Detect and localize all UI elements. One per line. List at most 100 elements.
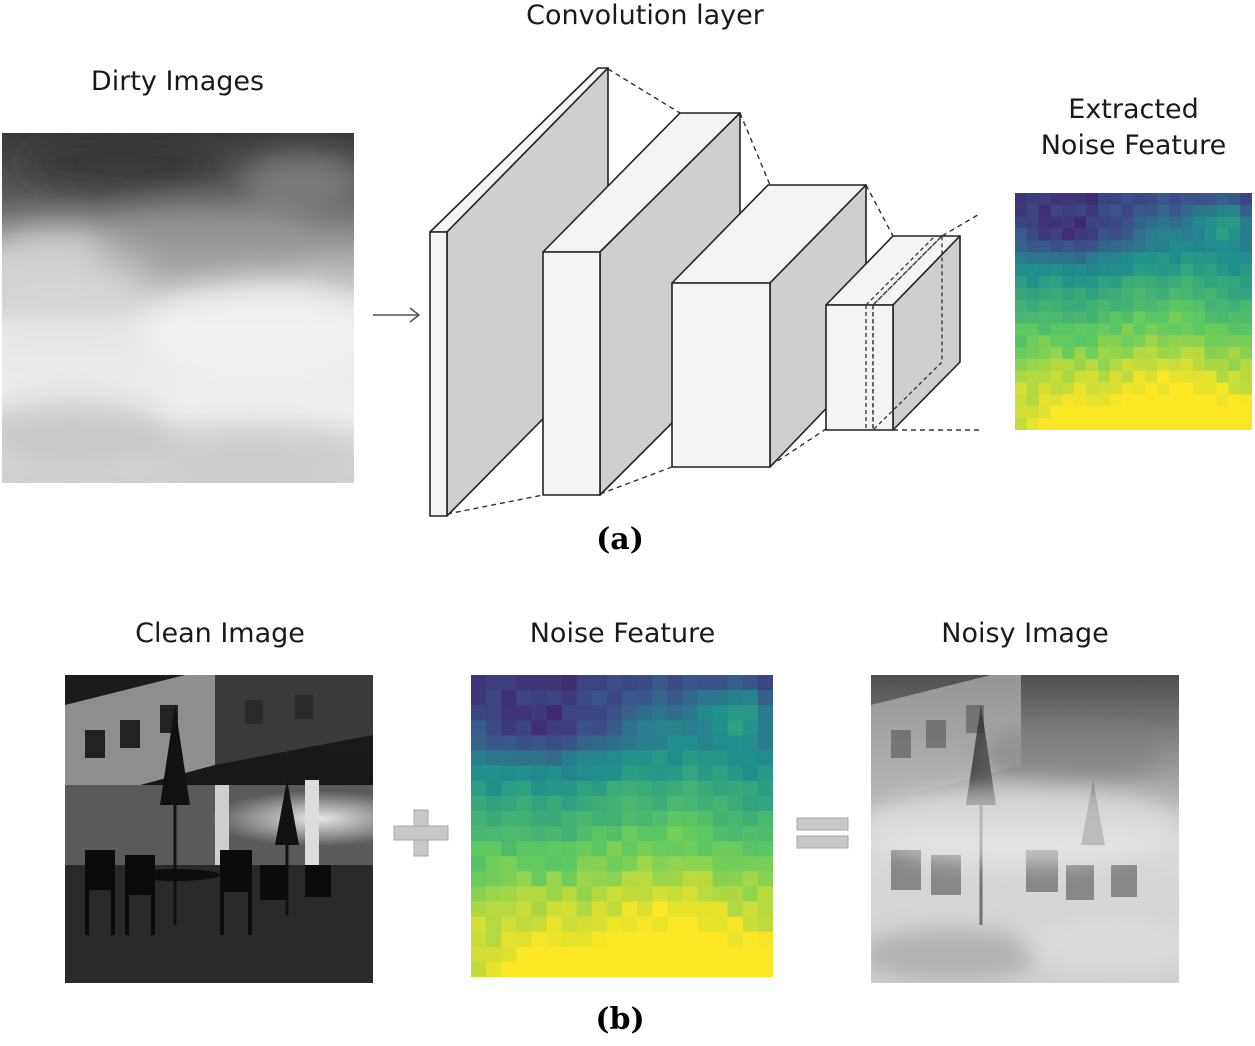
heatmap-cell [1145, 394, 1158, 407]
heatmap-cell [1216, 347, 1229, 360]
heatmap-cell [1204, 252, 1218, 265]
heatmap-cell [1240, 370, 1252, 384]
heatmap-cell [1015, 228, 1028, 241]
heatmap-cell [501, 690, 517, 706]
heatmap-cell [1133, 358, 1146, 372]
heatmap-cell [712, 720, 729, 736]
heatmap-cell [1050, 216, 1063, 230]
heatmap-cell [1133, 264, 1146, 277]
heatmap-cell [1121, 358, 1135, 372]
heatmap-cell [682, 901, 699, 918]
heatmap-cell [1097, 193, 1111, 206]
heatmap-cell [1109, 406, 1123, 419]
heatmap-cell [622, 961, 638, 977]
heatmap-cell [516, 735, 532, 752]
heatmap-cell [561, 886, 578, 903]
heatmap-cell [1157, 193, 1170, 206]
heatmap-cell [637, 871, 653, 887]
heatmap-cell [1169, 228, 1182, 241]
heatmap-cell [667, 871, 683, 887]
heatmap-cell [1240, 382, 1252, 396]
heatmap-cell [1192, 335, 1206, 348]
heatmap-cell [1169, 287, 1182, 301]
heatmap-cell [637, 690, 653, 706]
heatmap-cell [1109, 382, 1123, 396]
dirty-images-title: Dirty Images [90, 66, 265, 97]
heatmap-cell [546, 795, 563, 812]
heatmap-cell [1086, 275, 1099, 289]
heatmap-cell [727, 780, 744, 797]
heatmap-cell [727, 705, 744, 721]
heatmap-cell [1062, 299, 1075, 313]
heatmap-cell [471, 856, 487, 872]
heatmap-cell [697, 961, 714, 977]
heatmap-cell [591, 810, 608, 827]
heatmap-cell [712, 765, 729, 782]
heatmap-cell [1038, 299, 1052, 313]
heatmap-cell [471, 765, 487, 782]
heatmap-cell [576, 690, 593, 706]
heatmap-cell [1180, 204, 1194, 218]
heatmap-cell [1180, 311, 1194, 324]
heatmap-cell [1074, 287, 1087, 301]
heatmap-cell [471, 780, 487, 797]
heatmap-cell [561, 810, 578, 827]
heatmap-cell [606, 871, 623, 887]
heatmap-cell [1050, 406, 1063, 419]
heatmap-cell [1204, 264, 1218, 277]
heatmap-cell [742, 735, 759, 752]
heatmap-cell [471, 750, 487, 767]
heatmap-cell [1240, 418, 1252, 430]
heatmap-cell [576, 916, 593, 933]
heatmap-cell [742, 795, 759, 812]
heatmap-cell [712, 735, 729, 752]
heatmap-cell [1074, 394, 1087, 407]
heatmap-cell [561, 931, 578, 948]
heatmap-cell [1169, 275, 1182, 289]
heatmap-cell [501, 675, 517, 691]
heatmap-cell [697, 946, 714, 963]
heatmap-cell [742, 886, 759, 903]
heatmap-cell [622, 795, 638, 812]
heatmap-cell [561, 826, 578, 842]
heatmap-cell [561, 946, 578, 963]
heatmap-cell [667, 795, 683, 812]
heatmap-cell [1074, 323, 1087, 336]
heatmap-cell [682, 856, 699, 872]
heatmap-cell [622, 720, 638, 736]
clean-image-title: Clean Image [135, 618, 305, 649]
heatmap-cell [1145, 418, 1158, 430]
heatmap-cell [697, 856, 714, 872]
heatmap-cell [486, 810, 502, 827]
heatmap-cell [1086, 335, 1099, 348]
heatmap-cell [1038, 358, 1052, 372]
heatmap-cell [1169, 204, 1182, 218]
heatmap-cell [637, 931, 653, 948]
heatmap-cell [652, 795, 668, 812]
heatmap-cell [712, 690, 729, 706]
heatmap-cell [1228, 394, 1241, 407]
heatmap-cell [667, 735, 683, 752]
heatmap-cell [471, 916, 487, 933]
heatmap-cell [516, 810, 532, 827]
heatmap-cell [471, 826, 487, 842]
heatmap-cell [1192, 347, 1206, 360]
heatmap-cell [667, 675, 683, 691]
heatmap-cell [576, 961, 593, 977]
heatmap-cell [1038, 287, 1052, 301]
heatmap-cell [591, 961, 608, 977]
heatmap-cell [1015, 323, 1028, 336]
heatmap-cell [682, 946, 699, 963]
heatmap-cell [576, 795, 593, 812]
heatmap-cell [1062, 406, 1075, 419]
heatmap-cell [1192, 311, 1206, 324]
heatmap-cell [501, 750, 517, 767]
heatmap-cell [546, 780, 563, 797]
heatmap-cell [591, 886, 608, 903]
heatmap-cell [561, 735, 578, 752]
heatmap-cell [727, 795, 744, 812]
heatmap-cell [757, 780, 773, 797]
heatmap-cell [652, 856, 668, 872]
heatmap-cell [1216, 275, 1229, 289]
heatmap-cell [1109, 323, 1123, 336]
